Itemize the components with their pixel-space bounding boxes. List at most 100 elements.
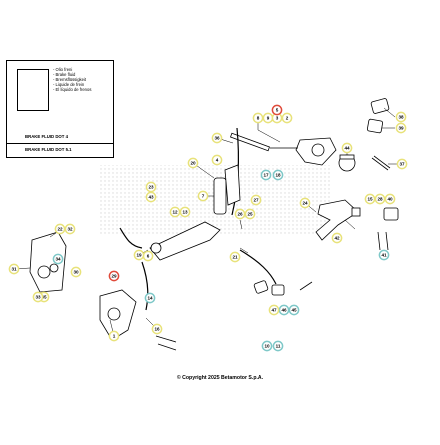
callout-label: 11 — [276, 344, 281, 349]
callout-label: 10 — [264, 344, 270, 349]
callout-ring — [252, 112, 264, 124]
fluid-language-en: - Brake fluid — [53, 72, 76, 77]
callout-ring — [229, 251, 241, 263]
callout-4: 4 — [211, 154, 223, 166]
callout-30: 30 — [70, 266, 82, 278]
callout-19: 19 — [133, 249, 145, 261]
callout-ring — [261, 340, 273, 352]
callout-ring — [108, 330, 120, 342]
callout-label: 18 — [275, 173, 281, 178]
callout-ring — [281, 112, 293, 124]
callout-label: 14 — [147, 296, 153, 301]
callout-label: 20 — [190, 161, 196, 166]
callout-ring — [396, 158, 408, 170]
brake-fluid-panel: - Olio freni - Brake fluid - Bremsflüssi… — [6, 60, 114, 158]
callout-ring — [197, 190, 209, 202]
callout-ring — [54, 223, 66, 235]
callout-label: 7 — [202, 194, 205, 199]
callout-label: 13 — [182, 210, 188, 215]
callout-ring — [374, 193, 386, 205]
callout-1: 1 — [108, 330, 120, 342]
callout-40: 40 — [384, 193, 396, 205]
callout-18: 18 — [272, 169, 284, 181]
callout-31: 31 — [8, 263, 20, 275]
rear-caliper — [99, 289, 177, 351]
callout-ring — [272, 169, 284, 181]
callout-ring — [32, 291, 44, 303]
callout-label: 43 — [148, 195, 154, 200]
callout-label: 36 — [214, 136, 220, 141]
callout-43: 43 — [145, 191, 157, 203]
callout-32: 32 — [64, 223, 76, 235]
callout-label: 16 — [154, 327, 160, 332]
callout-label: 32 — [67, 227, 73, 232]
callout-ring — [299, 197, 311, 209]
callout-label: 15 — [367, 197, 373, 202]
callout-ring — [151, 323, 163, 335]
callout-label: 25 — [247, 212, 253, 217]
callout-label: 31 — [11, 267, 17, 272]
callout-ring — [133, 249, 145, 261]
callout-ring — [271, 104, 283, 116]
callout-ring — [341, 142, 353, 154]
fluid-can-icon — [17, 69, 49, 111]
callout-label: 30 — [73, 270, 79, 275]
callout-6: 6 — [142, 250, 154, 262]
callout-label: 21 — [232, 255, 238, 260]
brake-pads-top — [366, 98, 391, 171]
callout-label: 28 — [377, 197, 383, 202]
callout-47: 47 — [268, 304, 280, 316]
callout-label: 3 — [276, 116, 279, 121]
callout-ring — [211, 132, 223, 144]
fluid-language-list: - Olio freni - Brake fluid - Bremsflüssi… — [53, 67, 113, 92]
callout-label: 45 — [291, 308, 297, 313]
fluid-language-de: - Bremsflüssigkeit — [53, 77, 87, 82]
callout-label: 39 — [398, 126, 404, 131]
callout-ring — [331, 232, 343, 244]
callout-27: 27 — [250, 194, 262, 206]
callout-ring — [211, 154, 223, 166]
callout-label: 24 — [302, 201, 308, 206]
callout-21: 21 — [229, 251, 241, 263]
callout-ring — [272, 340, 284, 352]
callout-15: 15 — [364, 193, 376, 205]
callout-ring — [260, 169, 272, 181]
callout-24: 24 — [299, 197, 311, 209]
callout-5: 5 — [271, 104, 283, 116]
callout-9: 9 — [262, 112, 274, 124]
callout-label: 9 — [267, 116, 270, 121]
fluid-dot4-label: BRAKE FLUID DOT 4 — [25, 134, 68, 139]
callout-45: 45 — [288, 304, 300, 316]
callout-41: 41 — [378, 249, 390, 261]
callout-ring — [187, 157, 199, 169]
fluid-dot51-label: BRAKE FLUID DOT 5.1 — [25, 147, 72, 152]
callout-ring — [384, 193, 396, 205]
callout-label: 2 — [286, 116, 289, 121]
callout-23: 23 — [145, 181, 157, 193]
callout-label: 8 — [257, 116, 260, 121]
callout-label: 34 — [55, 257, 61, 262]
callout-ring — [268, 304, 280, 316]
front-master-cylinder — [230, 132, 356, 172]
callout-2: 2 — [281, 112, 293, 124]
callout-46: 46 — [278, 304, 290, 316]
callout-label: 1 — [113, 334, 116, 339]
callout-label: 6 — [147, 254, 150, 259]
callout-label: 35 — [41, 295, 47, 300]
callout-ring — [288, 304, 300, 316]
callout-26: 26 — [234, 208, 246, 220]
callout-label: 22 — [57, 227, 63, 232]
callout-ring — [8, 263, 20, 275]
fluid-language-fr: - Liquide de frein — [53, 82, 85, 87]
callout-ring — [234, 208, 246, 220]
callout-label: 23 — [148, 185, 154, 190]
callout-33: 33 — [32, 291, 44, 303]
callout-label: 5 — [276, 108, 279, 113]
callout-ring — [395, 111, 407, 123]
callout-label: 44 — [344, 146, 350, 151]
brake-pedal — [149, 177, 227, 261]
callout-38: 38 — [395, 111, 407, 123]
callout-label: 38 — [398, 115, 404, 120]
